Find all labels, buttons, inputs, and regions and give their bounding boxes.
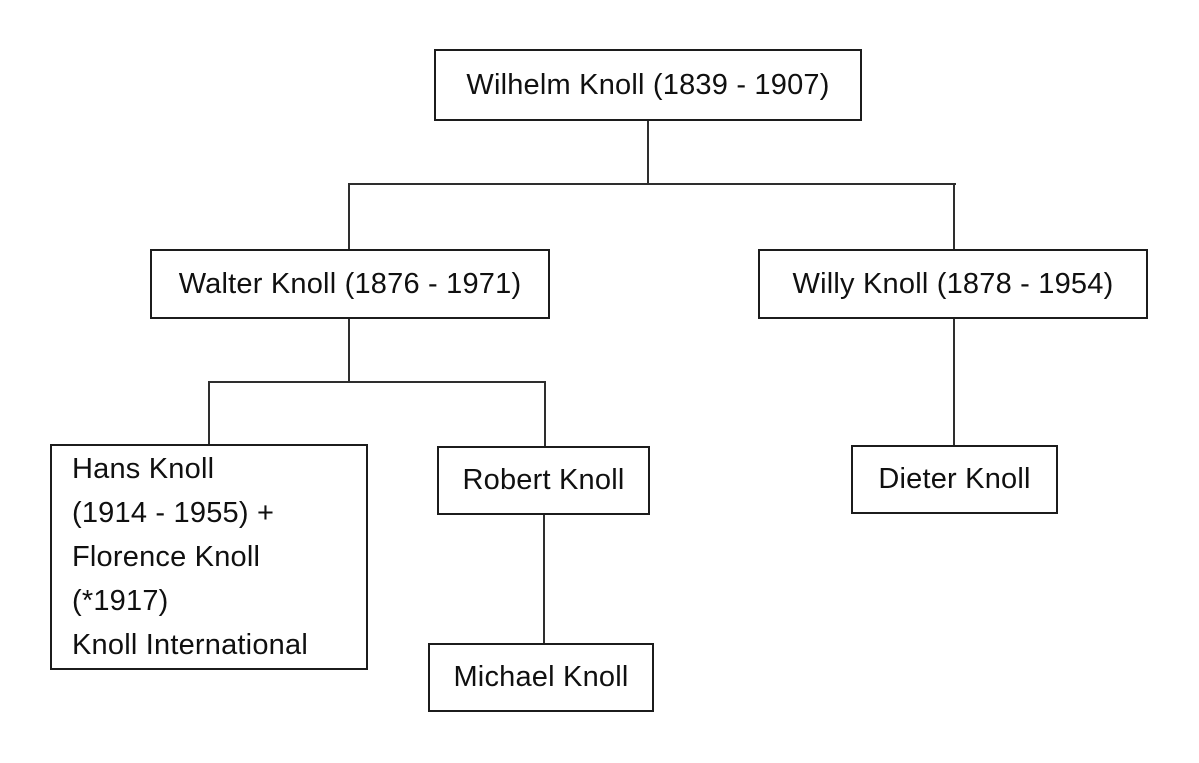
node-wilhelm-knoll: Wilhelm Knoll (1839 - 1907) (434, 49, 862, 121)
connector-robert-to-michael (543, 515, 545, 643)
connector-gen2-branch (348, 183, 956, 185)
connector-to-robert (544, 381, 546, 446)
hans-line-5: Knoll International (72, 629, 308, 661)
connector-wilhelm-down (647, 120, 649, 184)
hans-line-4: (*1917) (72, 585, 169, 617)
connector-gen3-branch (208, 381, 546, 383)
node-label-wilhelm: Wilhelm Knoll (1839 - 1907) (466, 68, 830, 101)
connector-walter-down (348, 319, 350, 382)
node-hans-florence-knoll: Hans Knoll (1914 - 1955) + Florence Knol… (50, 444, 368, 670)
node-michael-knoll: Michael Knoll (428, 643, 654, 712)
node-willy-knoll: Willy Knoll (1878 - 1954) (758, 249, 1148, 319)
connector-willy-to-dieter (953, 319, 955, 445)
node-label-robert: Robert Knoll (462, 464, 625, 496)
hans-line-2: (1914 - 1955) + (72, 497, 275, 529)
hans-line-1: Hans Knoll (72, 453, 215, 485)
node-dieter-knoll: Dieter Knoll (851, 445, 1058, 514)
node-robert-knoll: Robert Knoll (437, 446, 650, 515)
node-label-walter: Walter Knoll (1876 - 1971) (178, 267, 522, 300)
node-label-michael: Michael Knoll (453, 661, 629, 693)
node-label-dieter: Dieter Knoll (878, 463, 1031, 495)
connector-to-willy (953, 183, 955, 249)
connector-to-walter (348, 183, 350, 249)
node-label-hans-florence: Hans Knoll (1914 - 1955) + Florence Knol… (72, 447, 308, 667)
hans-line-3: Florence Knoll (72, 541, 261, 573)
node-label-willy: Willy Knoll (1878 - 1954) (792, 267, 1114, 300)
node-walter-knoll: Walter Knoll (1876 - 1971) (150, 249, 550, 319)
connector-to-hans-florence (208, 381, 210, 444)
